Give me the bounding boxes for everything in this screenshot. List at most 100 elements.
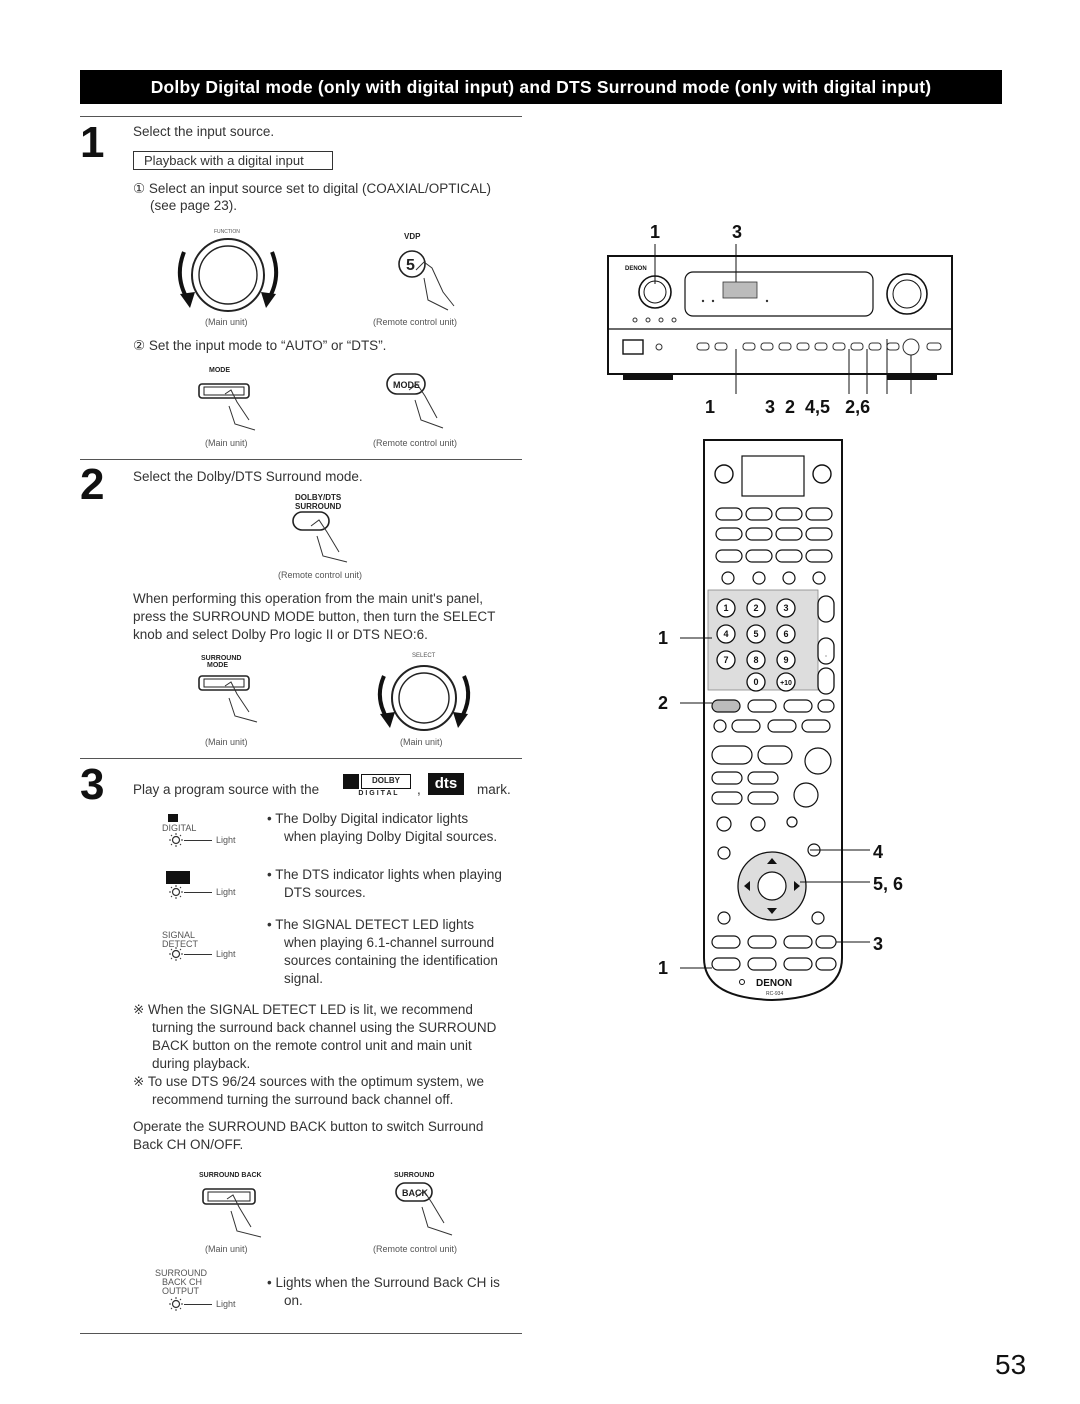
page-number: 53	[995, 1349, 1027, 1380]
svg-text:5: 5	[753, 629, 758, 639]
indicator-label: DETECT	[162, 939, 198, 949]
callout-number: 1	[658, 958, 669, 978]
caption: (Remote control unit)	[373, 1244, 458, 1254]
paragraph: When performing this operation from the …	[133, 591, 484, 606]
indicator-label: BACK CH	[162, 1277, 203, 1287]
callout-number: 3	[732, 222, 743, 242]
note: ※ When the SIGNAL DETECT LED is lit, we …	[133, 1002, 473, 1017]
mode-button-remote-icon: MODE	[386, 373, 444, 429]
indicator-label: SURROUND	[155, 1268, 208, 1278]
indicator-label: OUTPUT	[162, 1286, 199, 1296]
light-label: Light	[216, 887, 236, 897]
callout-number: 2	[658, 693, 669, 713]
leader-line	[184, 840, 212, 841]
leader-line	[184, 892, 212, 893]
svg-text:MODE: MODE	[209, 367, 230, 374]
svg-text:7: 7	[723, 655, 728, 665]
substep-text: (see page 23).	[150, 198, 238, 213]
svg-text:VDP: VDP	[404, 232, 421, 241]
comma: ,	[417, 782, 421, 797]
paragraph: Back CH ON/OFF.	[133, 1137, 244, 1152]
dolby-digital-logo: DOLBY D I G I T A L	[343, 774, 413, 798]
svg-text:SURROUND BACK: SURROUND BACK	[199, 1172, 262, 1179]
svg-text:RC-934: RC-934	[766, 991, 783, 997]
caption: (Remote control unit)	[373, 317, 458, 327]
step-text: mark.	[477, 782, 511, 797]
section-banner: Dolby Digital mode (only with digital in…	[80, 70, 1002, 104]
note: during playback.	[152, 1056, 251, 1071]
callout-number: 1	[650, 222, 661, 242]
svg-text:SELECT: SELECT	[412, 653, 436, 659]
step-text: Select the Dolby/DTS Surround mode.	[133, 469, 363, 484]
bullet: • The DTS indicator lights when playing	[267, 867, 502, 882]
callout-number: 5, 6	[873, 874, 904, 894]
leader-line	[184, 1304, 212, 1305]
callout-numbers: 1 3 2 4,5 2,6	[705, 397, 871, 417]
surround-back-button-main-icon: SURROUND BACK	[199, 1172, 262, 1238]
svg-text:1: 1	[723, 603, 728, 613]
dolby-indicator-icon	[168, 814, 178, 822]
bullet: • Lights when the Surround Back CH is	[267, 1275, 500, 1290]
vdp-button-icon: VDP 5	[398, 232, 455, 311]
rule	[80, 1333, 522, 1334]
bullet: • The Dolby Digital indicator lights	[267, 811, 469, 826]
rule	[80, 758, 522, 759]
svg-text:FUNCTION: FUNCTION	[214, 229, 240, 235]
bullet: sources containing the identification	[284, 953, 498, 968]
light-label: Light	[216, 835, 236, 845]
caption: (Remote control unit)	[278, 570, 363, 580]
svg-text:3: 3	[783, 603, 788, 613]
surround-mode-button-icon: SURROUND MODE	[198, 655, 258, 723]
leader-line	[184, 954, 212, 955]
dolby-dts-surround-button-icon: DOLBY/DTS SURROUND	[292, 493, 348, 563]
light-label: Light	[216, 949, 236, 959]
svg-text:0: 0	[753, 677, 758, 687]
paragraph: press the SURROUND MODE button, then tur…	[133, 609, 496, 624]
caption: (Main unit)	[205, 438, 248, 448]
indicator-label: SIGNAL	[162, 930, 196, 940]
svg-text:DENON: DENON	[756, 978, 792, 989]
step-number: 2	[80, 460, 105, 509]
note: recommend turning the surround back chan…	[152, 1092, 454, 1107]
caption: (Remote control unit)	[373, 438, 458, 448]
light-icon	[169, 1297, 183, 1311]
light-icon	[169, 885, 183, 899]
svg-text:+10: +10	[780, 680, 792, 687]
dts-indicator-icon	[166, 871, 190, 884]
light-label: Light	[216, 1299, 236, 1309]
light-icon	[169, 947, 183, 961]
callout-number: 3	[873, 934, 884, 954]
mode-button-main-icon: MODE	[198, 367, 256, 431]
callout-number: 1	[658, 628, 669, 648]
bullet: on.	[284, 1293, 303, 1308]
note: BACK button on the remote control unit a…	[152, 1038, 472, 1053]
paragraph: Operate the SURROUND BACK button to swit…	[133, 1119, 484, 1134]
bullet: when playing 6.1-channel surround	[284, 935, 495, 950]
dts-logo: dts	[428, 773, 464, 795]
caption: (Main unit)	[205, 737, 248, 747]
bullet: • The SIGNAL DETECT LED lights	[267, 917, 475, 932]
bullet: DTS sources.	[284, 885, 366, 900]
caption: (Main unit)	[205, 317, 248, 327]
note: ※ To use DTS 96/24 sources with the opti…	[133, 1074, 484, 1089]
substep-text: ② Set the input mode to “AUTO” or “DTS”.	[133, 338, 387, 353]
surround-back-button-remote-icon: SURROUND BACK	[394, 1172, 453, 1236]
caption: (Main unit)	[205, 1244, 248, 1254]
step-text: Play a program source with the	[133, 782, 320, 797]
svg-text:8: 8	[753, 655, 758, 665]
indicator-label: DIGITAL	[162, 823, 197, 833]
light-icon	[169, 833, 183, 847]
callout-number: 4	[873, 842, 884, 862]
svg-text:4: 4	[723, 629, 728, 639]
function-knob-icon: FUNCTION	[177, 229, 279, 312]
paragraph: knob and select Dolby Pro logic II or DT…	[133, 627, 428, 642]
receiver-front-panel-illustration: DENON	[607, 244, 953, 394]
svg-text:DOLBY/DTS: DOLBY/DTS	[295, 493, 342, 502]
svg-text:6: 6	[783, 629, 788, 639]
svg-text:9: 9	[783, 655, 788, 665]
rule	[80, 459, 522, 460]
bullet: when playing Dolby Digital sources.	[284, 829, 498, 844]
substep-text: ① Select an input source set to digital …	[133, 181, 492, 196]
svg-text:MODE: MODE	[393, 380, 420, 390]
caption: (Main unit)	[400, 737, 443, 747]
